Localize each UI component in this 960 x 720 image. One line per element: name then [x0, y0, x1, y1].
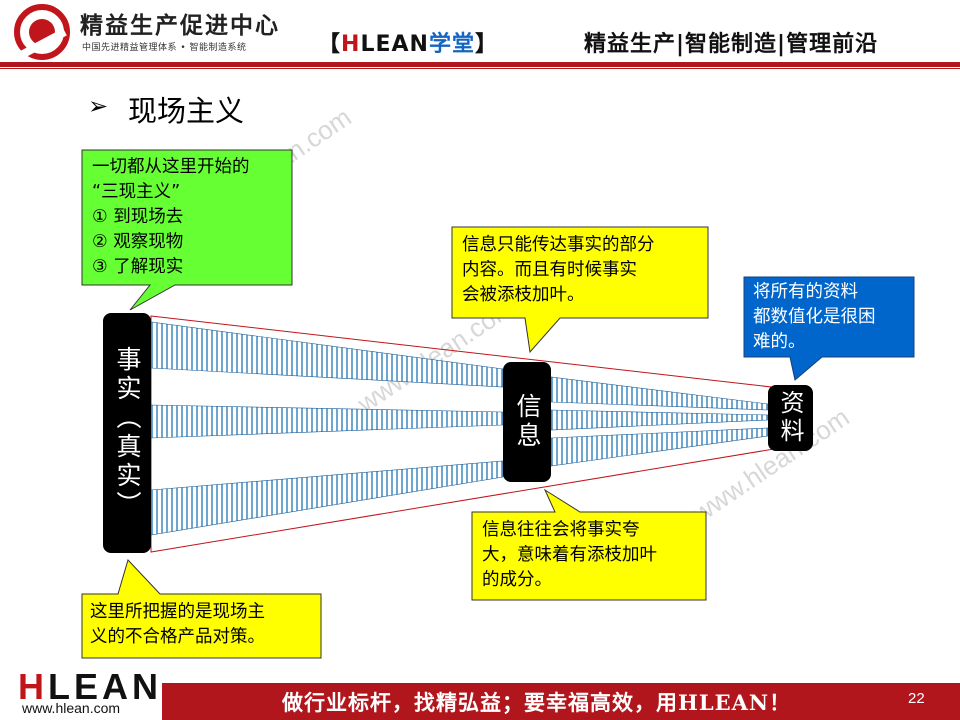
callout-start-shape [81, 149, 293, 311]
callout-fact-grasp-text: 这里所把握的是现场主 义的不合格产品对策。 [90, 602, 265, 647]
footer-hlean-logo: HLEAN [18, 666, 162, 708]
header-slogan: 精益生产|智能制造|管理前沿 [584, 32, 879, 57]
brand-title: 精益生产促进中心 [80, 12, 280, 39]
band-mid-left [150, 404, 504, 439]
header-divider [0, 62, 960, 67]
tag-h: H [341, 32, 361, 57]
info-bar: 信息 [503, 362, 551, 482]
band-mid-right [550, 409, 769, 431]
hlean-xuetang-tag: 【HLEAN学堂】 [318, 26, 498, 58]
callout-info-partial-text: 信息只能传达事实的部分 内容。而且有时候事实 会被添枝加叶。 [462, 235, 655, 305]
callout-info-exaggerate-text: 信息往往会将事实夸 大，意味着有添枝加叶 的成分。 [482, 520, 657, 590]
data-bar: 资料 [768, 385, 813, 451]
tag-xuetang: 学堂 [428, 32, 475, 57]
footer-bar [162, 683, 960, 720]
brand-logo-icon [14, 4, 70, 60]
band-bot-right [550, 427, 769, 467]
footer-logo-rest: LEAN [48, 666, 162, 707]
callout-data-hard-shape [743, 276, 915, 381]
band-top-left [150, 321, 504, 388]
band-bot-left [150, 460, 504, 536]
section-title: 现场主义 [128, 94, 245, 128]
callout-data-hard-text: 将所有的资料 都数值化是很困 难的。 [753, 282, 876, 352]
callout-fact-grasp-shape [81, 559, 322, 659]
footer-logo-h: H [18, 666, 48, 707]
tag-bracket-close: 】 [474, 32, 498, 57]
section-bullet-icon: ➢ [88, 92, 109, 120]
callout-start-text: 一切都从这里开始的 “三现主义” ① 到现场去 ② 观察现物 ③ 了解现实 [92, 157, 250, 277]
fact-bar: 事实（真实） [103, 313, 151, 553]
page-number: 22 [908, 690, 925, 707]
header-divider-thin [0, 68, 960, 69]
callout-info-exaggerate-shape [471, 488, 707, 601]
tag-lean: LEAN [360, 32, 429, 57]
band-top-right [550, 376, 769, 411]
tag-bracket-open: 【 [318, 32, 342, 57]
footer-url[interactable]: www.hlean.com [22, 700, 121, 716]
footer-slogan: 做行业标杆，找精弘益；要幸福高效，用HLEAN！ [282, 690, 792, 715]
brand-subtitle: 中国先进精益管理体系 • 智能制造系统 [82, 43, 247, 53]
callout-info-partial-shape [451, 226, 709, 354]
